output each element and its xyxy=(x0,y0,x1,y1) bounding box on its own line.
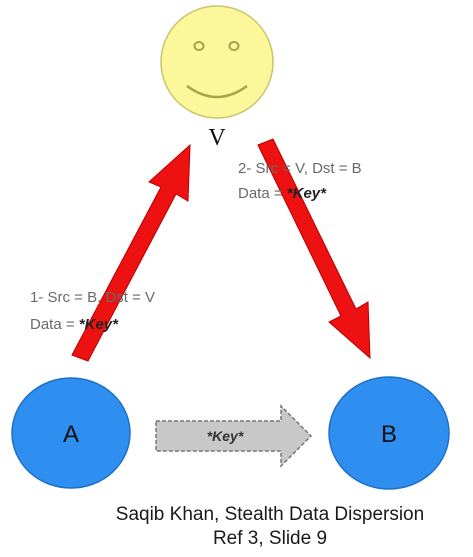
arrow-step1-icon xyxy=(71,143,191,362)
node-b-circle xyxy=(328,376,450,490)
node-a-label: A xyxy=(63,421,79,448)
step1-data-prefix: Data = xyxy=(30,316,79,333)
step1-data-key: *Key* xyxy=(79,316,119,333)
step1-line1: 1- Src = B, Dst = V xyxy=(30,289,155,306)
arrow-step2-icon xyxy=(257,138,371,360)
packet-arrow-a-to-b: *Key* xyxy=(155,404,313,468)
arrow-step2-v-to-b xyxy=(257,138,371,360)
smiley-right-eye-icon xyxy=(228,41,240,51)
caption-line2: Ref 3, Slide 9 xyxy=(212,528,328,549)
smiley-left-eye-icon xyxy=(193,41,205,51)
caption-line1: Saqib Khan, Stealth Data Dispersion xyxy=(115,504,425,525)
step2-data-prefix: Data = xyxy=(238,185,287,202)
arrow-step1-a-to-v xyxy=(71,143,191,362)
smiley-face-icon xyxy=(160,5,274,119)
step1-line2: Data = *Key* xyxy=(30,316,119,333)
smiley-node-v xyxy=(160,5,274,119)
packet-arrow-icon xyxy=(155,404,313,468)
smiley-mouth-icon xyxy=(186,84,248,99)
node-a: A xyxy=(11,377,131,489)
node-v-label: V xyxy=(208,125,226,151)
step2-line1: 2- Src = V, Dst = B xyxy=(238,160,362,177)
step2-line2: Data = *Key* xyxy=(238,185,327,202)
node-a-circle xyxy=(11,377,131,489)
step2-data-key: *Key* xyxy=(287,185,327,202)
node-b-label: B xyxy=(381,421,397,448)
packet-label: *Key* xyxy=(207,428,244,444)
node-b: B xyxy=(328,376,450,490)
caption: Saqib Khan, Stealth Data Dispersion Ref … xyxy=(70,503,470,551)
